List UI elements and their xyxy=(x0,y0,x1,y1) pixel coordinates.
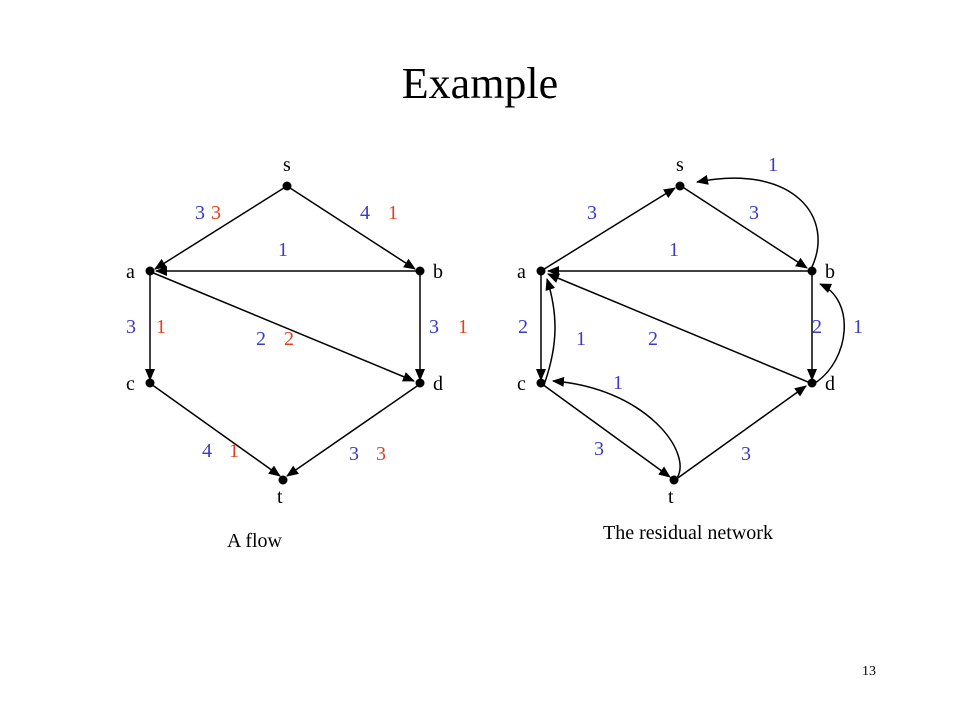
flow-graph: s a b c d t 3 4 1 3 2 3 4 3 3 1 xyxy=(126,154,468,508)
flow-capacity-b-d: 3 xyxy=(429,316,439,338)
residual-value-d-b: 1 xyxy=(853,316,863,338)
flow-capacity-c-t: 4 xyxy=(202,440,212,462)
flow-node-label-d: d xyxy=(433,373,443,395)
flow-caption: A flow xyxy=(227,530,282,552)
residual-node-a xyxy=(536,266,546,276)
residual-edge-d-b xyxy=(814,283,845,384)
slide-title: Example xyxy=(401,59,559,108)
residual-value-t-c: 1 xyxy=(613,372,623,394)
residual-value-d-a: 2 xyxy=(648,328,658,350)
residual-value-c-t: 3 xyxy=(594,438,604,460)
residual-edge-c-t xyxy=(541,383,671,478)
residual-node-label-d: d xyxy=(825,373,835,395)
flow-edge-s-b xyxy=(286,185,416,270)
residual-value-s-b: 3 xyxy=(749,202,759,224)
flow-value-b-d: 1 xyxy=(458,316,468,338)
residual-value-b-s: 1 xyxy=(768,154,778,176)
residual-node-label-t: t xyxy=(668,486,674,508)
residual-edge-a-s xyxy=(540,187,676,272)
residual-edge-c-a xyxy=(544,278,556,383)
residual-node-label-a: a xyxy=(517,261,526,283)
flow-edge-c-t xyxy=(150,383,281,477)
residual-graph: s a b c d t 3 3 1 1 2 1 2 2 1 1 3 3 xyxy=(517,154,863,508)
flow-node-s xyxy=(282,181,292,191)
residual-node-b xyxy=(807,266,817,276)
flow-edge-a-d xyxy=(150,271,415,382)
residual-value-a-c: 2 xyxy=(518,316,528,338)
flow-node-label-c: c xyxy=(126,373,135,395)
flow-node-label-a: a xyxy=(126,261,135,283)
flow-node-label-b: b xyxy=(433,261,443,283)
residual-edge-d-a xyxy=(547,273,809,383)
flow-capacity-a-c: 3 xyxy=(126,316,136,338)
flow-node-label-s: s xyxy=(283,154,291,176)
page-number: 13 xyxy=(862,664,876,679)
flow-node-a xyxy=(145,266,155,276)
residual-node-label-b: b xyxy=(825,261,835,283)
flow-node-d xyxy=(415,378,425,388)
flow-value-a-c: 1 xyxy=(156,316,166,338)
residual-edge-t-d xyxy=(674,385,807,481)
residual-node-t xyxy=(669,475,679,485)
flow-node-c xyxy=(145,378,155,388)
residual-node-d xyxy=(807,378,817,388)
residual-edge-b-s xyxy=(696,174,819,270)
residual-edge-s-b xyxy=(680,185,808,269)
flow-value-s-b: 1 xyxy=(388,202,398,224)
flow-node-b xyxy=(415,266,425,276)
flow-capacity-b-a: 1 xyxy=(278,239,288,261)
residual-node-label-c: c xyxy=(517,373,526,395)
residual-value-t-d: 3 xyxy=(741,443,751,465)
residual-value-b-d: 2 xyxy=(812,316,822,338)
flow-value-c-t: 1 xyxy=(229,440,239,462)
flow-edge-s-a xyxy=(154,185,288,270)
residual-value-a-s: 3 xyxy=(587,202,597,224)
residual-node-label-s: s xyxy=(676,154,684,176)
flow-edge-d-t xyxy=(286,383,421,477)
residual-edge-t-c xyxy=(552,376,681,479)
flow-node-t xyxy=(278,475,288,485)
residual-value-b-a: 1 xyxy=(669,239,679,261)
flow-value-d-t: 3 xyxy=(376,443,386,465)
residual-node-s xyxy=(675,181,685,191)
residual-node-c xyxy=(536,378,546,388)
flow-capacity-d-t: 3 xyxy=(349,443,359,465)
flow-capacity-s-b: 4 xyxy=(360,202,370,224)
residual-value-c-a: 1 xyxy=(576,328,586,350)
residual-caption: The residual network xyxy=(603,522,773,544)
flow-value-a-d: 2 xyxy=(284,328,294,350)
flow-capacity-a-d: 2 xyxy=(256,328,266,350)
flow-node-label-t: t xyxy=(277,486,283,508)
flow-capacity-s-a: 3 xyxy=(195,202,205,224)
flow-value-s-a: 3 xyxy=(211,202,221,224)
